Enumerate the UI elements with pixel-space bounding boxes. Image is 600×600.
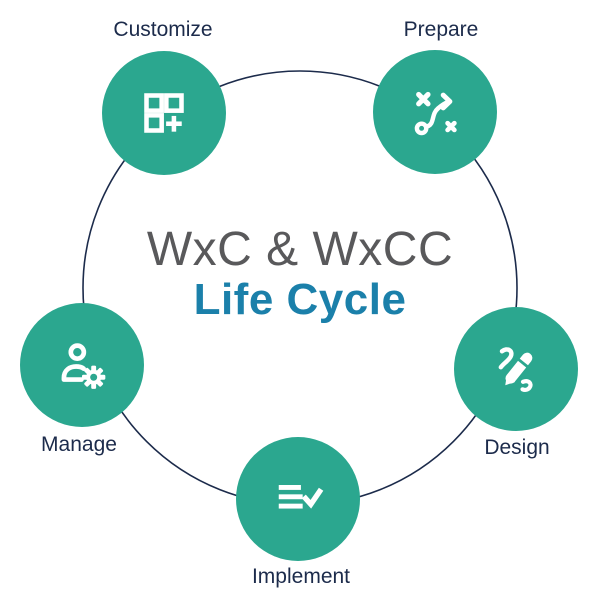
node-prepare xyxy=(373,50,497,174)
diagram-title: WxC & WxCC Life Cycle xyxy=(0,224,600,324)
node-design-label: Design xyxy=(484,436,550,459)
node-prepare-label: Prepare xyxy=(403,18,479,41)
title-line-2: Life Cycle xyxy=(193,275,407,324)
node-manage xyxy=(20,303,144,427)
node-customize-label: Customize xyxy=(113,18,213,41)
node-customize xyxy=(102,51,226,175)
node-manage-label: Manage xyxy=(41,433,117,456)
strategy-icon xyxy=(414,91,457,136)
title-line-1: WxC & WxCC xyxy=(146,223,454,276)
node-design xyxy=(454,307,578,431)
node-implement xyxy=(236,437,360,561)
node-implement-label: Implement xyxy=(251,565,351,588)
dashboard-customize-icon xyxy=(144,93,184,133)
manage-accounts-icon xyxy=(61,343,106,389)
design-pencil-icon xyxy=(498,347,533,392)
gear-icon xyxy=(82,365,106,389)
checklist-check-icon xyxy=(278,485,324,509)
